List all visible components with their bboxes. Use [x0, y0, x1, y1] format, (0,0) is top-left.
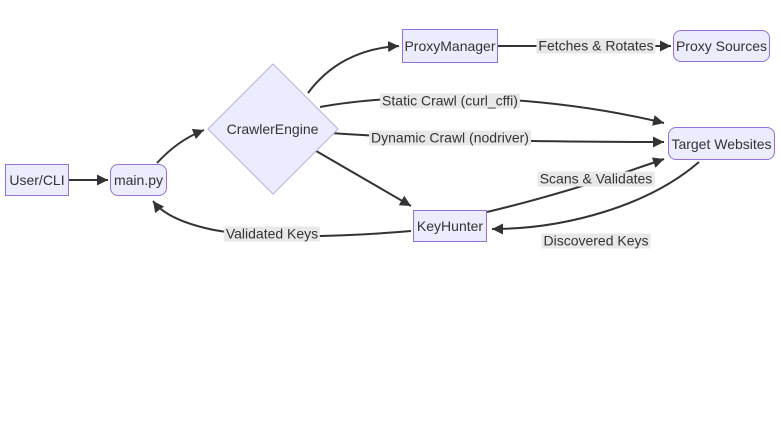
edge-label-static-crawl: Static Crawl (curl_cffi) — [380, 92, 520, 109]
edge-crawler-engine-to-key-hunter — [310, 147, 412, 207]
edge-label-discovered-keys: Discovered Keys — [541, 232, 651, 249]
node-key-hunter: KeyHunter — [413, 210, 487, 242]
node-user-cli: User/CLI — [5, 164, 69, 196]
node-target-websites: Target Websites — [668, 127, 775, 160]
node-proxy-sources: Proxy Sources — [673, 30, 770, 62]
node-crawler-engine-label: CrawlerEngine — [226, 120, 319, 137]
node-proxy-manager: ProxyManager — [402, 29, 498, 63]
edge-label-scans-validates: Scans & Validates — [537, 170, 655, 187]
edge-scans-validates — [486, 157, 665, 213]
edge-label-dynamic-crawl: Dynamic Crawl (nodriver) — [369, 129, 531, 146]
edge-main-py-to-crawler-engine — [156, 128, 205, 164]
edge-label-fetches-rotates: Fetches & Rotates — [536, 37, 656, 54]
node-main-py: main.py — [110, 164, 167, 196]
node-crawler-engine: CrawlerEngine — [206, 62, 339, 195]
edge-label-validated-keys: Validated Keys — [223, 225, 321, 242]
edge-crawler-engine-to-proxy-manager — [307, 41, 400, 94]
edge-discovered-keys — [491, 161, 700, 235]
